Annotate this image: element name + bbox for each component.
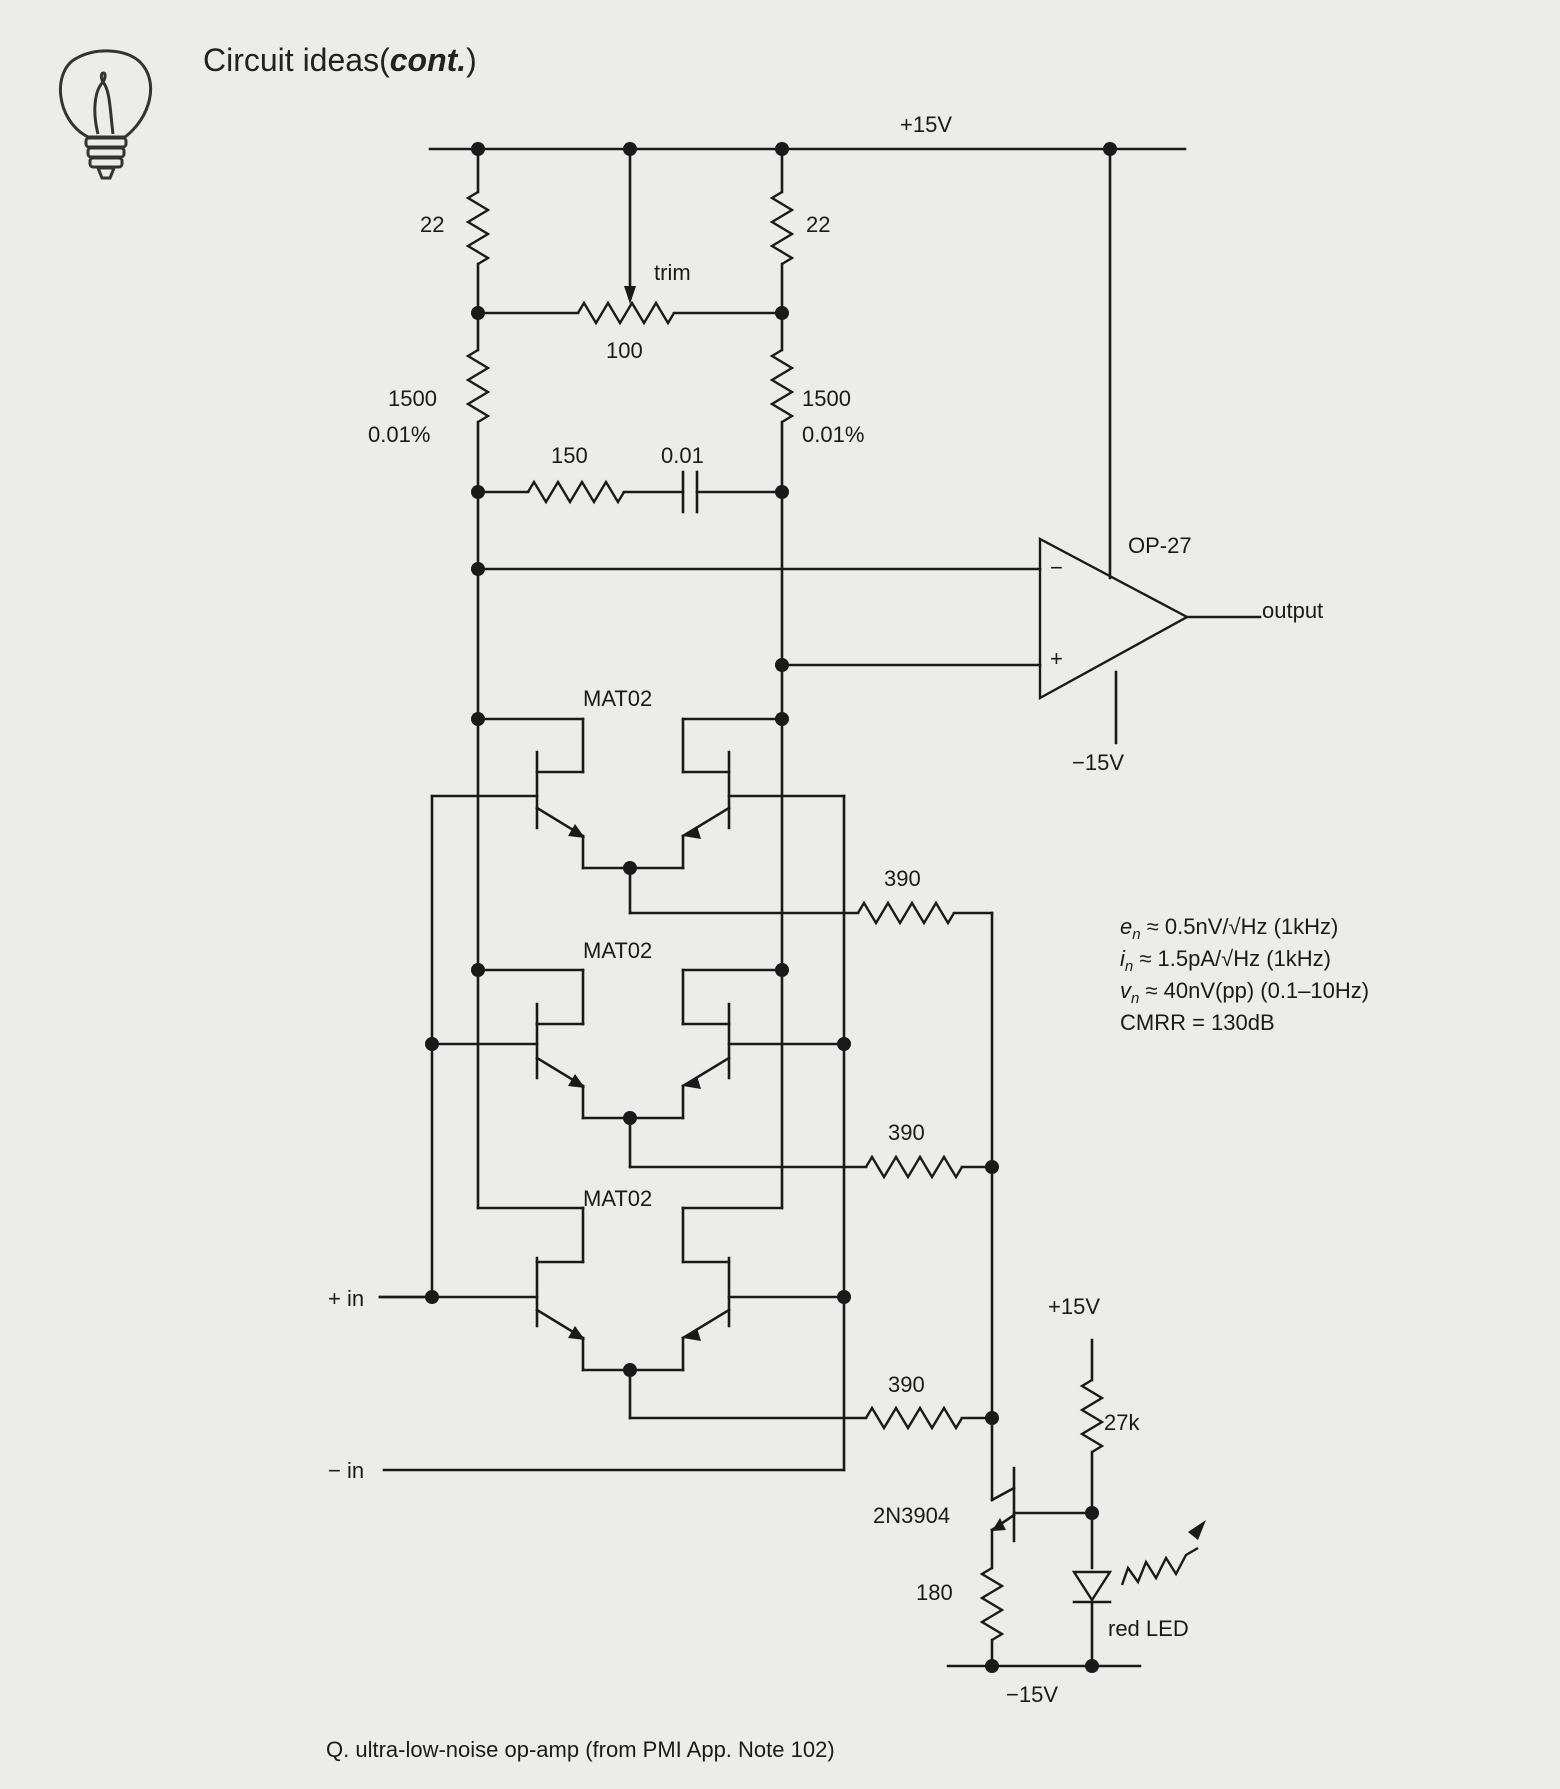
opamp-name-label: OP-27 [1128, 533, 1192, 558]
figure-caption: Q. ultra-low-noise op-amp (from PMI App.… [326, 1737, 835, 1762]
r-mid-right-tol: 0.01% [802, 422, 864, 447]
r-comp-label: 150 [551, 443, 588, 468]
spec-en: en ≈ 0.5nV/√Hz (1kHz) [1120, 914, 1338, 943]
r-mid-left-tol: 0.01% [368, 422, 430, 447]
page-title: Circuit ideas(cont.) [203, 42, 477, 78]
resistor-390-2 [864, 1154, 964, 1180]
opamp-plus-label: + [1050, 646, 1063, 671]
vplus-label: +15V [900, 112, 952, 137]
output-label: output [1262, 598, 1323, 623]
opamp-minus-label: − [1050, 555, 1063, 580]
spec-in: in ≈ 1.5pA/√Hz (1kHz) [1120, 946, 1331, 975]
mat02-label-1: MAT02 [583, 686, 652, 711]
resistor-150 [526, 479, 626, 505]
r-emitter-label: 180 [916, 1580, 953, 1605]
mat02-pairs [378, 717, 994, 1502]
led-vplus-label: +15V [1048, 1294, 1100, 1319]
r-tail-2-label: 390 [888, 1120, 925, 1145]
resistor-180 [979, 1566, 1005, 1642]
r-top-right-label: 22 [806, 212, 830, 237]
mat02-label-3: MAT02 [583, 1186, 652, 1211]
trim-value-label: 100 [606, 338, 643, 363]
resistor-390-3 [864, 1405, 964, 1431]
opamp-op27: − + [1038, 147, 1262, 745]
current-source [946, 1338, 1206, 1668]
c-comp-label: 0.01 [661, 443, 704, 468]
r-mid-left-value: 1500 [388, 386, 437, 411]
resistor-22-right [769, 190, 795, 266]
resistor-390-1 [856, 900, 956, 926]
led-vminus-label: −15V [1006, 1682, 1058, 1707]
spec-cmrr: CMRR = 130dB [1120, 1010, 1275, 1035]
transistor-label: 2N3904 [873, 1503, 950, 1528]
vminus-label: −15V [1072, 750, 1124, 775]
led-diode [1071, 1570, 1113, 1603]
lightbulb-icon [58, 49, 153, 180]
trim-pot-100 [576, 300, 676, 326]
in-plus-label: + in [328, 1286, 364, 1311]
r-tail-1-label: 390 [884, 866, 921, 891]
resistor-27k [1079, 1378, 1105, 1454]
spec-vn: vn ≈ 40nV(pp) (0.1–10Hz) [1120, 978, 1369, 1007]
trim-label: trim [654, 260, 691, 285]
junctions [425, 142, 1117, 1673]
noise-specs: en ≈ 0.5nV/√Hz (1kHz) in ≈ 1.5pA/√Hz (1k… [1120, 914, 1369, 1035]
resistor-1500-left [465, 348, 491, 424]
r-mid-right-value: 1500 [802, 386, 851, 411]
r-top-left-label: 22 [420, 212, 444, 237]
top-network [428, 147, 1187, 1210]
r-bias-label: 27k [1104, 1410, 1140, 1435]
in-minus-label: − in [328, 1458, 364, 1483]
led-label: red LED [1108, 1616, 1189, 1641]
r-tail-3-label: 390 [888, 1372, 925, 1397]
mat02-label-2: MAT02 [583, 938, 652, 963]
resistor-1500-right [769, 348, 795, 424]
resistor-22-left [465, 190, 491, 266]
